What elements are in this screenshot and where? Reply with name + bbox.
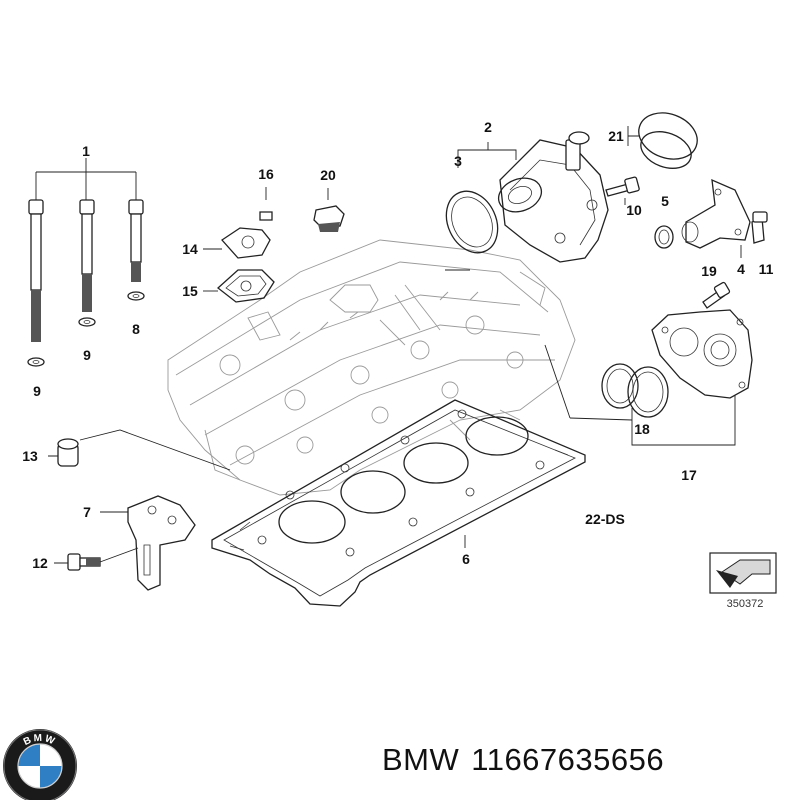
support-bracket	[54, 495, 196, 591]
vacuum-pump-bolt	[605, 176, 640, 205]
cover-bolt	[702, 281, 731, 309]
callout-10: 10	[626, 202, 642, 218]
ring-seals	[627, 112, 698, 169]
callout-5: 5	[661, 193, 669, 209]
callout-11: 11	[759, 261, 774, 277]
part-number: 11667635656	[471, 742, 665, 777]
timing-cover	[569, 309, 753, 446]
callout-16: 16	[258, 166, 274, 182]
callout-4: 4	[737, 261, 745, 277]
callout-6: 6	[462, 551, 470, 567]
diagram-reference: 350372	[709, 552, 777, 610]
housing-adapter	[681, 178, 751, 258]
callout-14: 14	[182, 241, 198, 257]
callout-18: 18	[634, 421, 650, 437]
callout-12: 12	[32, 555, 48, 571]
callout-1: 1	[82, 143, 90, 159]
callout-numbers: 1 2 3 4 5 6 7 8 9 9 10 11 12 13 14 15 16…	[22, 119, 773, 571]
callout-3: 3	[454, 153, 462, 169]
callout-21: 21	[608, 128, 624, 144]
callout-8: 8	[132, 321, 140, 337]
callout-13: 13	[22, 448, 38, 464]
vacuum-pump	[445, 131, 609, 271]
svg-text:BMW: BMW	[22, 733, 58, 748]
cylinder-head-bolts	[27, 158, 145, 367]
section-label: 22-DS	[585, 511, 625, 527]
head-gasket	[211, 399, 586, 607]
product-caption: BMW 11667635656	[382, 742, 676, 778]
callout-7: 7	[83, 504, 91, 520]
callout-9-left: 9	[33, 383, 41, 399]
callout-15: 15	[182, 283, 198, 299]
callout-20: 20	[320, 167, 336, 183]
threaded-plug	[48, 429, 231, 471]
callout-2: 2	[484, 119, 492, 135]
leader-lines	[203, 248, 571, 419]
callout-19: 19	[701, 263, 717, 279]
callout-17: 17	[681, 467, 697, 483]
bmw-logo-icon: BMW	[3, 729, 77, 800]
diagram-ref-number: 350372	[727, 598, 764, 610]
o-ring	[654, 225, 674, 249]
adapter-bolt	[751, 211, 768, 244]
callout-9-middle: 9	[83, 347, 91, 363]
cover-plates	[216, 187, 345, 303]
brand-name: BMW	[382, 742, 460, 777]
